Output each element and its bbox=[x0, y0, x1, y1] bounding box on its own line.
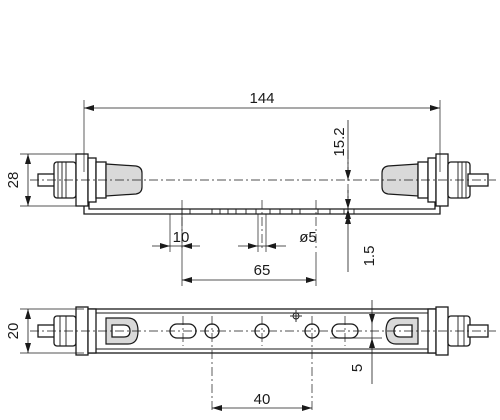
dim-slot-offset: 5 bbox=[330, 300, 382, 384]
top-view: 20 5 40 bbox=[5, 300, 496, 412]
front-view: 144 28 15.2 10 bbox=[5, 90, 496, 286]
dim-slot-offset-label: 5 bbox=[349, 364, 366, 372]
dim-slot-width-label: 10 bbox=[173, 229, 190, 246]
dim-height-top-label: 20 bbox=[5, 323, 22, 340]
dim-hole-pitch-label: 40 bbox=[254, 391, 271, 408]
top-right-connector bbox=[385, 306, 489, 356]
dim-height-front-label: 28 bbox=[5, 172, 22, 189]
dim-thickness-label: 1.5 bbox=[361, 246, 378, 267]
dim-hole-diameter: ø5 bbox=[238, 214, 317, 252]
dim-slot-span: 65 bbox=[181, 252, 317, 286]
reference-mark bbox=[290, 310, 302, 322]
dim-thickness: 1.5 bbox=[345, 190, 378, 272]
dim-rail-offset-label: 15.2 bbox=[331, 127, 348, 156]
rail-slots bbox=[181, 209, 355, 214]
dim-height-top: 20 bbox=[5, 308, 84, 354]
dim-slot-span-label: 65 bbox=[254, 262, 271, 279]
dim-rail-offset: 15.2 bbox=[331, 120, 360, 219]
dim-overall-length: 144 bbox=[83, 90, 441, 172]
dim-overall-length-label: 144 bbox=[249, 90, 274, 107]
dim-hole-diameter-label: ø5 bbox=[299, 229, 317, 246]
dim-slot-width: 10 bbox=[152, 214, 200, 252]
dim-hole-pitch: 40 bbox=[212, 391, 312, 411]
dim-height-front: 28 bbox=[5, 153, 76, 207]
